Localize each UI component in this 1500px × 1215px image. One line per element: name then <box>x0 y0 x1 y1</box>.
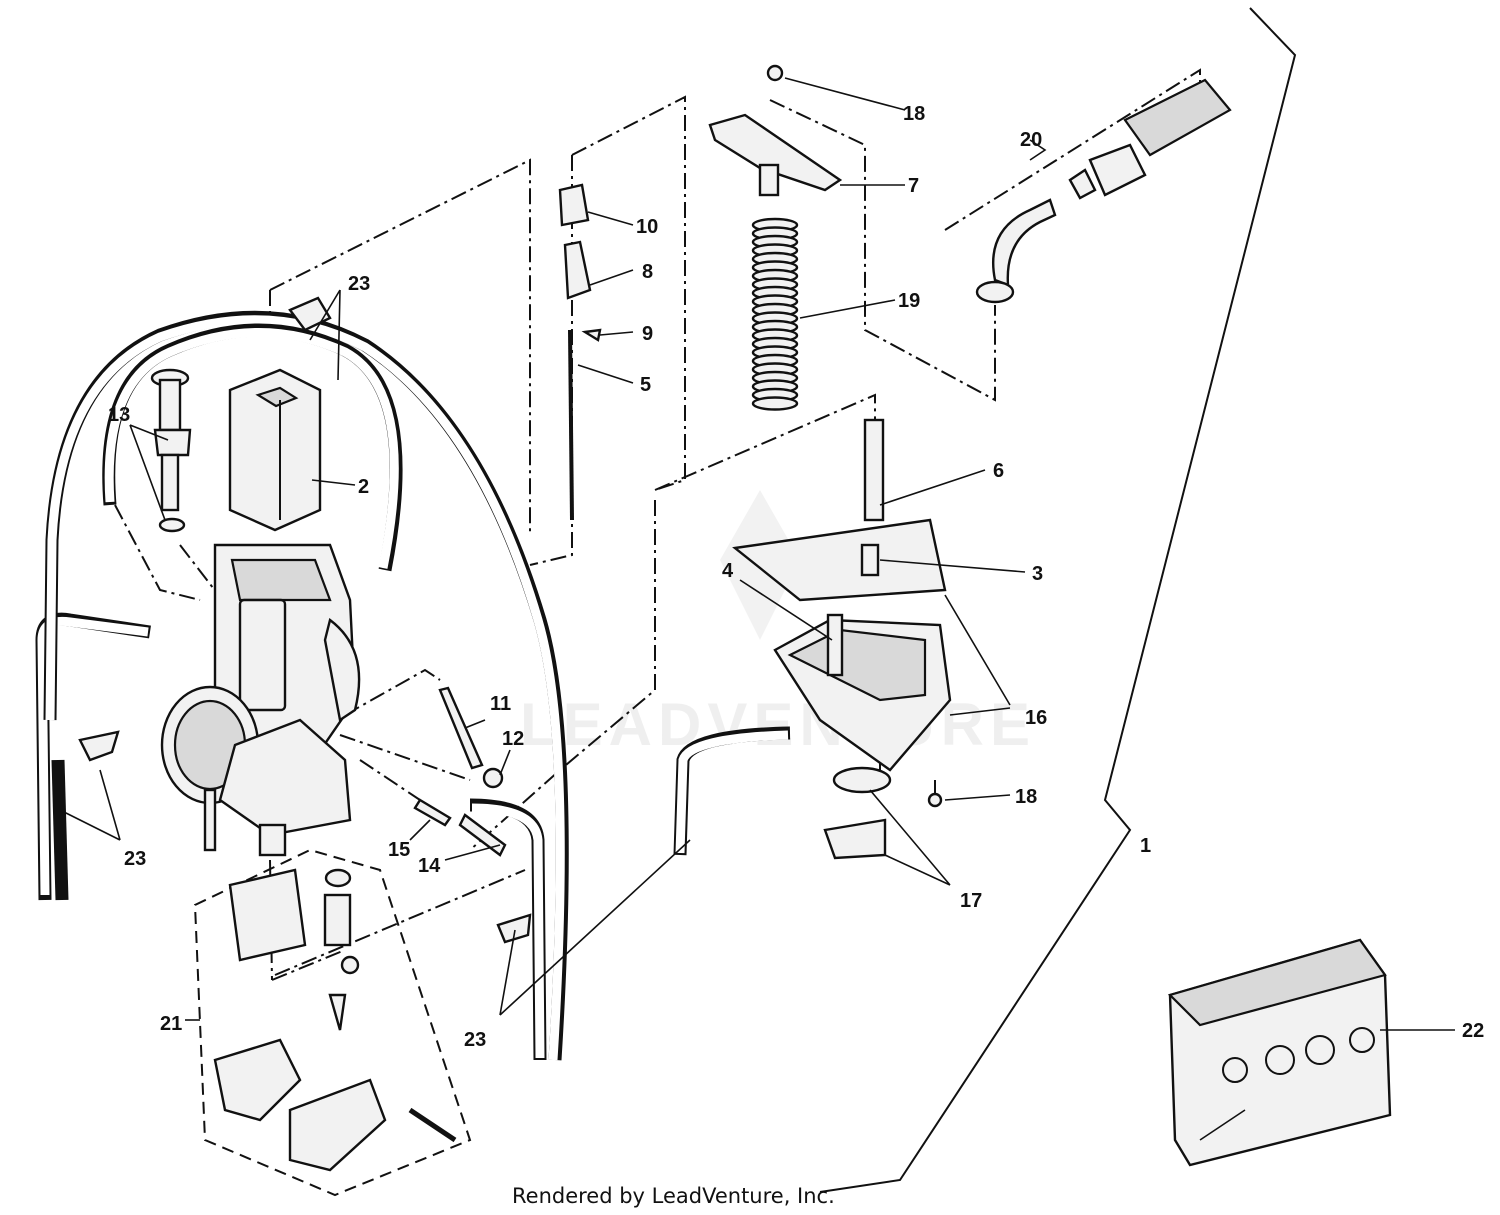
callout-18-bottom: 18 <box>1015 786 1037 808</box>
callout-14: 14 <box>418 855 441 877</box>
callout-12: 12 <box>502 728 524 750</box>
callout-8: 8 <box>642 261 653 283</box>
watermark-text: LEADVENTURE <box>520 691 1036 758</box>
callout-9: 9 <box>642 323 653 345</box>
cap-and-spring <box>708 64 843 411</box>
callout-23-top: 23 <box>348 273 370 295</box>
callout-3: 3 <box>1032 563 1043 585</box>
callout-18-top: 18 <box>903 103 925 125</box>
callout-17: 17 <box>960 890 982 912</box>
callout-1: 1 <box>1140 835 1151 857</box>
callout-19: 19 <box>898 290 920 312</box>
callout-20: 20 <box>1020 129 1042 151</box>
needle-jet <box>150 368 192 533</box>
callout-21: 21 <box>160 1013 182 1035</box>
callout-15: 15 <box>388 839 410 861</box>
float-assembly <box>213 868 457 1172</box>
float-bowl-assembly <box>732 418 952 860</box>
callout-2: 2 <box>358 476 369 498</box>
throttle-valve <box>228 368 322 532</box>
callouts: 1 2 3 4 5 6 7 8 9 10 11 12 13 14 15 16 1… <box>108 103 1484 1051</box>
callout-16: 16 <box>1025 707 1047 729</box>
callout-4: 4 <box>722 560 734 582</box>
instruction-card <box>1167 938 1392 1167</box>
callout-6: 6 <box>993 460 1004 482</box>
jet-needle-parts <box>558 183 602 521</box>
callout-22: 22 <box>1462 1020 1484 1042</box>
callout-23-left: 23 <box>124 848 146 870</box>
adjusting-screws <box>413 686 507 857</box>
callout-13: 13 <box>108 404 130 426</box>
cable-adjuster <box>975 78 1232 304</box>
callout-23-bottom: 23 <box>464 1029 486 1051</box>
needle-spring <box>751 217 799 411</box>
spring-coil <box>751 396 799 411</box>
leader-lines <box>59 77 1455 1141</box>
callout-11: 11 <box>490 693 511 715</box>
callout-10: 10 <box>636 216 658 238</box>
footer-credit: Rendered by LeadVenture, Inc. <box>512 1184 835 1208</box>
assembly-bracket <box>819 7 1297 1193</box>
vent-hoses <box>35 310 791 1061</box>
callout-7: 7 <box>908 175 919 197</box>
hose-clips <box>78 296 532 944</box>
callout-5: 5 <box>640 374 651 396</box>
watermark: LEADVENTURE <box>520 490 1036 758</box>
carburetor-body <box>160 543 361 857</box>
